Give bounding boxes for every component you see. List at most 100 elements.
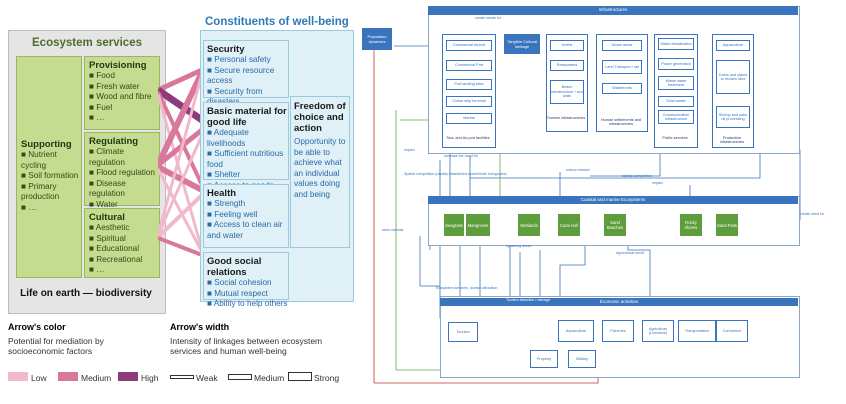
strong-arrow-icon <box>288 372 312 381</box>
uses-marinas-label: uses marinas <box>382 228 404 232</box>
ecosystem-services-label: Ecosystem services, tourism attraction <box>436 286 498 290</box>
cruise-terminal-node[interactable]: Cruise ship terminal <box>446 96 492 107</box>
shrimp-processing-node[interactable]: Shrimp and palm oil processing <box>716 106 750 128</box>
communication-node[interactable]: Communication infrastructure <box>658 110 694 124</box>
economic-header: Economic activities <box>440 298 798 306</box>
waterfronts-node[interactable]: Waterfronts <box>602 83 642 94</box>
strong-label: Strong <box>314 373 340 383</box>
mangroves-node[interactable]: Mangroves <box>466 214 490 236</box>
tourism-node[interactable]: Tourism <box>448 322 478 342</box>
medium-swatch <box>58 372 78 381</box>
hotels-node[interactable]: Hotels <box>550 40 584 51</box>
social-item: Mutual respect <box>214 288 268 298</box>
coral-reef-node[interactable]: Coral reef <box>558 214 580 236</box>
basic-item: Adequate livelihoods <box>207 128 249 148</box>
commerce-node[interactable]: Commerce <box>716 320 748 342</box>
spatial-competition-label: Spatial competition (usually established… <box>404 172 507 176</box>
width-legend-title: Arrow's width <box>170 322 230 332</box>
width-legend-subtitle: Intensity of linkages between ecosystem … <box>170 336 323 356</box>
health-item: Strength <box>214 199 246 208</box>
high-swatch <box>118 372 138 381</box>
cultural-item: Educational <box>96 244 140 253</box>
solid-waste-node[interactable]: Solid waste <box>658 96 694 107</box>
social-item: Ability to help others <box>213 299 288 308</box>
supporting-item: Primary production <box>21 181 60 202</box>
freedom-title: Freedom of choice and action <box>294 101 346 134</box>
public-services-label: Public services <box>662 136 688 140</box>
sea-air-port-group <box>442 34 496 148</box>
security-item: Security from disasters <box>207 86 263 107</box>
cultural-item: … <box>96 265 105 274</box>
basic-item: Shelter <box>214 170 241 179</box>
basic-item: Sufficient nutritious food <box>207 149 284 169</box>
provisioning-box: Provisioning ■ Food ■ Fresh water ■ Wood… <box>84 56 160 130</box>
military-node[interactable]: Military <box>568 350 596 368</box>
population-dynamics-node[interactable]: Population dynamics <box>362 28 392 50</box>
seagrass-node[interactable]: Seagrass <box>444 214 464 236</box>
wetlands-node[interactable]: Wetlands <box>518 214 540 236</box>
social-relations-list: ■ Social cohesion ■ Mutual respect ■ Abi… <box>207 278 288 308</box>
cultural-box: Cultural ■ Aesthetic ■ Spiritual ■ Educa… <box>84 208 160 278</box>
aquaculture-node[interactable]: Aquaculture <box>558 320 594 342</box>
power-node[interactable]: Power generation <box>658 58 694 70</box>
public-services-group <box>654 34 698 148</box>
security-item: Secure resource access <box>207 65 275 86</box>
marina-node[interactable]: Marina <box>446 113 492 124</box>
regulating-item: Disease regulation <box>89 178 126 199</box>
restaurants-node[interactable]: Restaurants <box>550 60 584 71</box>
supporting-item: … <box>28 202 37 212</box>
transportation-node[interactable]: Transportation <box>678 320 716 342</box>
freedom-text: Opportunity to be able to achieve what a… <box>294 137 346 199</box>
sand-flats-node[interactable]: Sand Flats <box>716 214 738 236</box>
medium-arrow-icon <box>228 374 252 380</box>
create-need-right-label: create need for <box>800 212 825 216</box>
supporting-item: Soil formation <box>28 171 79 180</box>
provisioning-item: … <box>96 113 105 122</box>
spawning-areas-label: spawning areas <box>506 244 532 248</box>
beach-infra-node[interactable]: Beach infrastructure / sea walls <box>550 80 584 104</box>
rocky-shores-node[interactable]: Rocky shores <box>680 214 702 236</box>
ecosystem-services-title: Ecosystem services <box>32 37 142 49</box>
life-on-earth-label: Life on earth — biodiversity <box>20 288 152 299</box>
port-landing-node[interactable]: Port landing sites <box>446 79 492 90</box>
infrastructures-header: Infrastructures <box>428 6 798 15</box>
tourism-infra-label: Tourism infrastructures <box>546 116 586 120</box>
high-label: High <box>141 373 159 383</box>
land-transport-node[interactable]: Land Transport / rail <box>602 60 642 74</box>
wellbeing-title: Constituents of well-being <box>205 16 349 28</box>
impact-label-2: impact <box>652 181 663 185</box>
color-legend-subtitle: Potential for mediation by socioeconomic… <box>8 336 104 356</box>
connector-lines <box>373 17 801 384</box>
regulating-box: Regulating ■ Climate regulation ■ Flood … <box>84 132 160 230</box>
urban-areas-node[interactable]: Urban areas <box>602 40 642 51</box>
agriculture-node[interactable]: Agriculture (Livestock) <box>642 320 674 342</box>
coastal-system-diagram: Population dynamics Infrastructures crea… <box>360 0 846 404</box>
desalination-node[interactable]: Water desalination <box>658 38 694 50</box>
commercial-port-node[interactable]: Commercial Port <box>446 60 492 71</box>
ecosystem-wellbeing-diagram: Ecosystem services Supporting ■ Nutrient… <box>0 0 356 404</box>
agricultural-runoff-label: Agricultural runoff <box>616 251 645 255</box>
social-relations-box: Good social relations ■ Social cohesion … <box>203 252 289 308</box>
linkage-arrows <box>158 67 204 257</box>
commercial-airport-node[interactable]: Commercial Airport <box>446 40 492 51</box>
settlements-label: Human settlements and infrastructures <box>600 118 642 126</box>
tangible-heritage-node[interactable]: Tangible Cultural heritage <box>504 34 540 54</box>
sand-beaches-node[interactable]: Sand Beaches <box>604 214 626 236</box>
supporting-list: ■ Nutrient cycling ■ Soil formation ■ Pr… <box>21 150 79 212</box>
regulating-item: Flood regulation <box>96 168 155 177</box>
health-item: Access to clean air and water <box>207 220 283 240</box>
regulating-title: Regulating <box>89 136 139 147</box>
security-item: Personal safety <box>214 55 271 64</box>
attraction-label: Tourism attraction / damage <box>506 298 551 302</box>
wastewater-node[interactable]: Waste water treatment <box>658 76 694 90</box>
color-legend-title: Arrow's color <box>8 322 66 332</box>
health-list: ■ Strength ■ Feeling well ■ Access to cl… <box>207 199 283 240</box>
aquaculture-infra-node[interactable]: Aquaculture <box>716 40 750 51</box>
fisheries-node[interactable]: Fisheries <box>602 320 634 342</box>
increase-need-label: increase the need for <box>444 154 478 158</box>
property-node[interactable]: Property <box>530 350 558 368</box>
health-box: Health ■ Strength ■ Feeling well ■ Acces… <box>203 184 289 248</box>
coastal-header: Coastal and marine Ecosystems <box>428 196 798 204</box>
dams-node[interactable]: Dams and dykes to reclaim land <box>716 60 750 94</box>
health-title: Health <box>207 188 237 199</box>
